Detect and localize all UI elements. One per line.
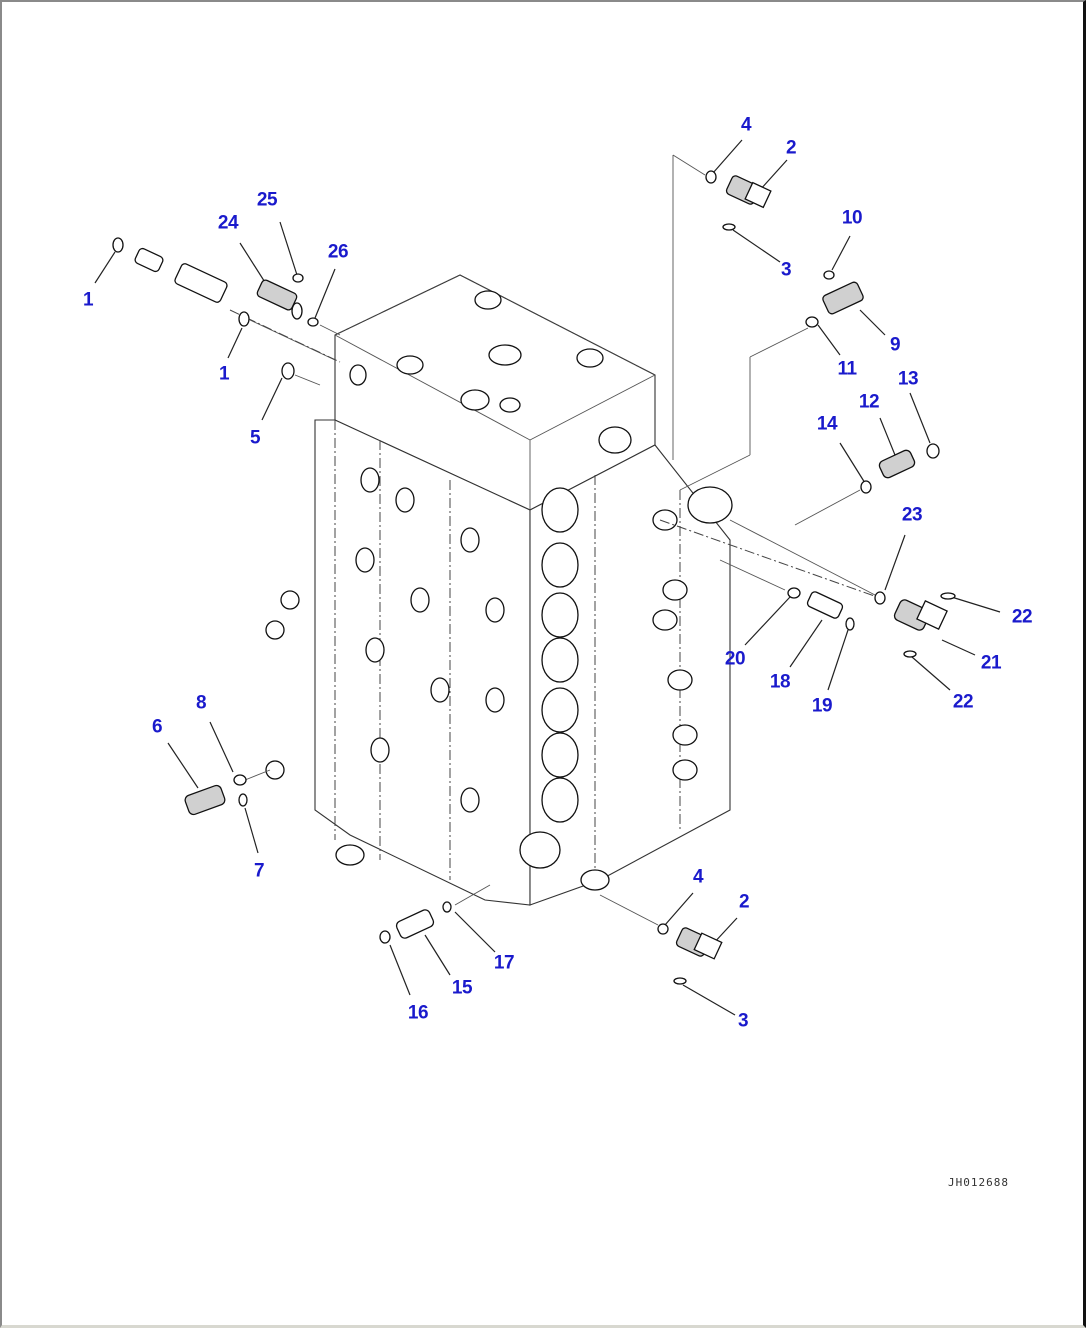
- o-ring-20: [787, 587, 801, 599]
- callout-15[interactable]: 15: [451, 977, 473, 999]
- callout-4[interactable]: 4: [740, 114, 752, 136]
- callout-17[interactable]: 17: [493, 952, 515, 974]
- fitting-15: [395, 909, 435, 939]
- o-ring-23: [874, 591, 886, 605]
- callout-5[interactable]: 5: [249, 427, 261, 449]
- callout-8[interactable]: 8: [195, 692, 207, 714]
- o-ring-1a: [112, 237, 124, 253]
- o-ring-3-bottom: [673, 977, 687, 985]
- callout-1[interactable]: 1: [218, 363, 230, 385]
- callout-19[interactable]: 19: [811, 695, 833, 717]
- callout-4[interactable]: 4: [692, 866, 704, 888]
- o-ring-22b: [903, 650, 917, 658]
- o-ring-8: [233, 774, 247, 786]
- sensor-21: [893, 599, 948, 631]
- callout-9[interactable]: 9: [889, 334, 901, 356]
- plug-assembly: [134, 247, 228, 303]
- o-ring-7: [238, 793, 248, 807]
- callout-18[interactable]: 18: [769, 671, 791, 693]
- o-ring-16: [379, 930, 391, 944]
- parts: [112, 170, 956, 985]
- callout-3[interactable]: 3: [780, 259, 792, 281]
- callout-26[interactable]: 26: [327, 241, 349, 263]
- o-ring-5: [281, 362, 295, 380]
- callout-21[interactable]: 21: [980, 652, 1002, 674]
- o-ring-22a: [940, 592, 956, 600]
- callout-23[interactable]: 23: [901, 504, 923, 526]
- control-valve-body: [265, 274, 733, 906]
- o-ring-3-top: [722, 223, 736, 231]
- callout-13[interactable]: 13: [897, 368, 919, 390]
- o-ring-10: [823, 270, 835, 280]
- sensor-2-top: [725, 175, 772, 209]
- callout-22[interactable]: 22: [952, 691, 974, 713]
- callout-14[interactable]: 14: [816, 413, 838, 435]
- callout-7[interactable]: 7: [253, 860, 265, 882]
- fitting-6: [184, 784, 226, 816]
- callout-3[interactable]: 3: [737, 1010, 749, 1032]
- o-ring-11: [805, 316, 819, 328]
- fitting-24: [256, 279, 303, 320]
- o-ring-26: [307, 317, 319, 327]
- leader-lines: [94, 139, 1001, 1016]
- o-ring-25: [292, 273, 304, 283]
- body-spools-right: [519, 426, 733, 891]
- o-ring-4-bottom: [657, 923, 669, 935]
- fitting-12: [878, 449, 916, 479]
- callout-1[interactable]: 1: [82, 289, 94, 311]
- callout-2[interactable]: 2: [785, 137, 797, 159]
- callout-12[interactable]: 12: [858, 391, 880, 413]
- sensor-2-bottom: [675, 927, 723, 960]
- o-ring-14: [860, 480, 872, 494]
- callout-6[interactable]: 6: [151, 716, 163, 738]
- callout-24[interactable]: 24: [217, 212, 239, 234]
- o-ring-17: [442, 901, 452, 913]
- o-ring-4-top: [705, 170, 717, 184]
- callout-16[interactable]: 16: [407, 1002, 429, 1024]
- drawing-number: JH012688: [948, 1176, 1009, 1189]
- body-ports-left: [265, 467, 505, 866]
- callout-2[interactable]: 2: [738, 891, 750, 913]
- callout-25[interactable]: 25: [256, 189, 278, 211]
- o-ring-1b: [238, 311, 250, 327]
- o-ring-13: [926, 443, 940, 459]
- o-ring-19: [845, 617, 855, 631]
- callout-20[interactable]: 20: [724, 648, 746, 670]
- top-bolts: [349, 290, 604, 413]
- callout-22[interactable]: 22: [1011, 606, 1033, 628]
- callout-10[interactable]: 10: [841, 207, 863, 229]
- callout-11[interactable]: 11: [837, 358, 857, 380]
- fitting-9: [822, 281, 864, 315]
- fitting-18: [806, 591, 844, 619]
